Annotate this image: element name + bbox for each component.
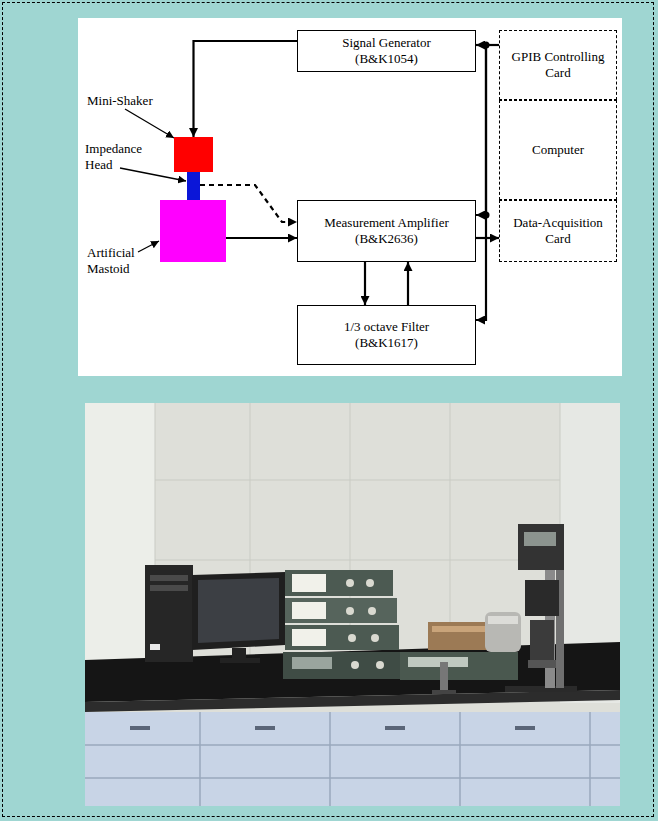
- instrument-box: Measurement Amplifier(B&K2636): [297, 200, 476, 262]
- signal-connector: [476, 45, 499, 320]
- node-text: GPIB Controlling Card: [504, 49, 612, 81]
- node-text: (B&K1054): [355, 51, 418, 67]
- shaker-block: Mini-Shaker: [174, 137, 213, 172]
- node-text: Data-Acquisition Card: [504, 215, 612, 247]
- callout-label: Impedance Head: [85, 141, 149, 173]
- node-text: 1/3 octave Filter: [344, 319, 429, 335]
- node-text: Artificial Mastoid: [87, 245, 151, 277]
- signal-connector: [194, 41, 298, 137]
- card-box: Data-Acquisition Card: [499, 200, 617, 262]
- node-text: Mini-Shaker: [87, 93, 169, 109]
- signal-connector: [476, 45, 499, 215]
- signal-connector: [226, 237, 297, 239]
- impedance-head-block: Impedance Head: [187, 172, 200, 200]
- node-text: Measurement Amplifier: [324, 215, 449, 231]
- signal-connector: [407, 262, 409, 305]
- callout-label: Mini-Shaker: [87, 93, 169, 109]
- callout-label: Artificial Mastoid: [87, 245, 151, 277]
- node-text: Computer: [532, 142, 584, 158]
- node-text: Signal Generator: [342, 35, 430, 51]
- card-box: GPIB Controlling Card: [499, 30, 617, 100]
- instrument-box: 1/3 octave Filter(B&K1617): [297, 305, 476, 365]
- signal-connector: [364, 262, 366, 305]
- mastoid-block: Artificial Mastoid: [160, 200, 226, 262]
- instrument-box: Signal Generator(B&K1054): [297, 30, 476, 72]
- node-text: Impedance Head: [85, 141, 149, 173]
- node-text: (B&K1617): [355, 335, 418, 351]
- signal-connector: [476, 237, 499, 239]
- node-text: (B&K2636): [355, 231, 418, 247]
- computer-box: Computer: [499, 100, 617, 200]
